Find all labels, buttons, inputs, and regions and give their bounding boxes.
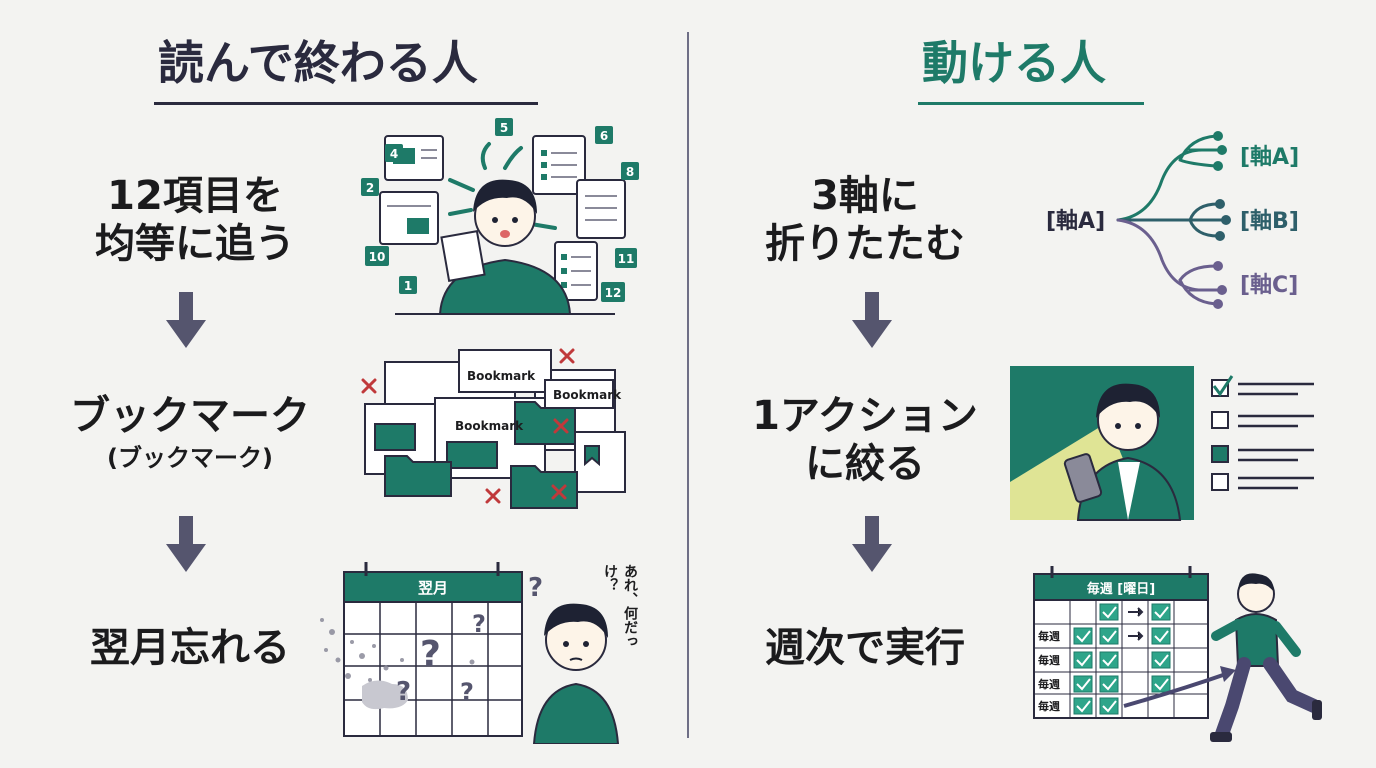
- left-step-1: 12項目を 均等に追う: [60, 172, 330, 268]
- forgotten-calendar-illustration: 翌月 ? ? ? ? ? あれ、何だっけ？: [320, 562, 638, 744]
- right-step-2: 1アクション に絞る: [730, 392, 1000, 488]
- right-step-1-line1: 3軸に: [811, 173, 919, 219]
- right-step-3: 週次で実行: [765, 625, 965, 671]
- left-step-1-line1: 12項目を: [107, 173, 283, 219]
- bookmark-label-1: Bookmark: [467, 369, 536, 383]
- left-step-2-line1: ブックマーク: [70, 393, 310, 439]
- right-step-2-line1: 1アクション: [752, 393, 978, 439]
- left-title: 読んで終わる人: [158, 36, 478, 90]
- right-calendar-header: 毎週 [曜日]: [1087, 581, 1155, 597]
- left-step-3: 翌月忘れる: [90, 625, 290, 671]
- left-step-2: ブックマーク (ブックマーク): [40, 392, 340, 473]
- tag-4: 4: [390, 147, 398, 161]
- bookmark-label-3: Bookmark: [455, 419, 524, 433]
- tree-branch-c: [軸C]: [1240, 272, 1298, 298]
- row-label-1: 毎週: [1038, 629, 1060, 643]
- svg-text:?: ?: [460, 678, 474, 706]
- tag-11: 11: [618, 252, 635, 266]
- right-down-arrow-2: [852, 516, 892, 572]
- bookmark-pile-illustration: Bookmark Bookmark Bookmark: [361, 348, 626, 509]
- overwhelmed-person-illustration: 4 5 6 8 2 10 1 11 12: [361, 118, 639, 315]
- row-label-4: 毎週: [1038, 699, 1060, 713]
- tag-6: 6: [600, 129, 608, 143]
- svg-text:?: ?: [528, 573, 543, 603]
- center-divider: [687, 32, 689, 738]
- focused-person-illustration: [1010, 366, 1314, 521]
- tag-10: 10: [369, 250, 386, 264]
- svg-text:?: ?: [472, 610, 486, 638]
- left-title-underline: [154, 102, 538, 105]
- left-calendar-header: 翌月: [418, 579, 448, 597]
- row-label-2: 毎週: [1038, 653, 1060, 667]
- bookmark-label-2: Bookmark: [553, 388, 622, 402]
- right-step-1-line2: 折りたたむ: [765, 221, 965, 267]
- right-down-arrow-1: [852, 292, 892, 348]
- tree-branch-a: [軸A]: [1240, 144, 1299, 170]
- right-step-1: 3軸に 折りたたむ: [740, 172, 990, 268]
- tag-8: 8: [626, 165, 634, 179]
- tag-5: 5: [500, 121, 508, 135]
- left-down-arrow-2: [166, 516, 206, 572]
- svg-text:?: ?: [420, 634, 441, 675]
- svg-text:?: ?: [396, 677, 411, 707]
- right-title-underline: [918, 102, 1144, 105]
- left-down-arrow-1: [166, 292, 206, 348]
- speech-text: あれ、何だっけ？: [602, 564, 638, 648]
- tag-2: 2: [366, 181, 374, 195]
- three-axis-tree: [軸A] [軸A] [軸B] [軸C]: [1046, 131, 1299, 309]
- left-step-2-sub: (ブックマーク): [107, 444, 273, 472]
- right-title: 動ける人: [922, 36, 1106, 90]
- tree-root-label: [軸A]: [1046, 208, 1105, 234]
- left-step-1-line2: 均等に追う: [95, 221, 295, 267]
- tree-branch-b: [軸B]: [1240, 208, 1299, 234]
- row-label-3: 毎週: [1038, 677, 1060, 691]
- weekly-calendar-illustration: 毎週 [曜日] 毎週 毎週 毎週 毎週: [1033, 566, 1322, 742]
- tag-1: 1: [404, 279, 412, 293]
- right-step-2-line2: に絞る: [805, 441, 925, 487]
- tag-12: 12: [605, 286, 622, 300]
